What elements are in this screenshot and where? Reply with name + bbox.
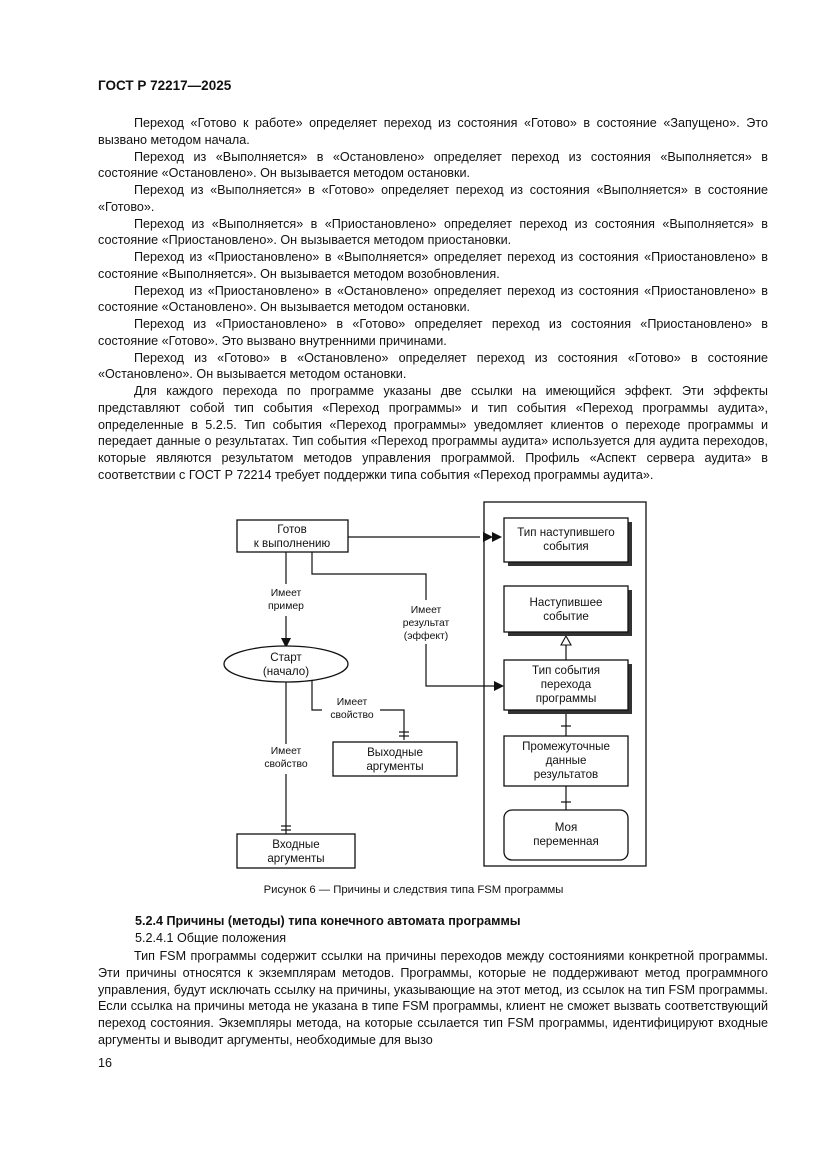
start-ellipse: Старт (начало) — [223, 645, 349, 683]
intermediate-results-label: Промежуточные — [522, 740, 610, 753]
input-args-label: Входные — [272, 838, 319, 851]
start-label: Старт — [270, 651, 302, 664]
body-text-top: Переход «Готово к работе» определяет пер… — [98, 115, 768, 484]
event-occurred-box: Наступившее событие — [503, 585, 632, 636]
has-property-label: Имеет — [337, 697, 368, 708]
paragraph: Переход из «Приостановлено» в «Остановле… — [98, 283, 768, 315]
program-transition-label: программы — [536, 692, 597, 705]
intermediate-results-label: результатов — [534, 768, 598, 781]
label-bg — [322, 694, 380, 724]
arrow-head — [281, 638, 291, 648]
page-number: 16 — [98, 1056, 113, 1070]
has-instance-label: Имеет — [271, 588, 302, 599]
intermediate-results-box: Промежуточные данные результатов — [503, 735, 629, 787]
event-occurred-label: событие — [543, 610, 589, 623]
event-occurred-label: Наступившее — [530, 596, 603, 609]
body-text-bottom: Тип FSM программы содержит ссылки на при… — [98, 948, 768, 1049]
paragraph: Переход из «Выполняется» в «Остановлено»… — [98, 149, 768, 181]
paragraph: Тип FSM программы содержит ссылки на при… — [98, 949, 768, 1047]
has-property-label: Имеет — [271, 746, 302, 757]
has-property-label: свойство — [330, 710, 374, 721]
paragraph: Переход из «Приостановлено» в «Готово» о… — [98, 317, 768, 348]
paragraph: Переход из «Выполняется» в «Приостановле… — [98, 216, 768, 248]
label-bg — [258, 744, 316, 774]
label-bg — [262, 584, 312, 616]
connector-has-result — [311, 550, 494, 687]
paragraph: Переход из «Готово» в «Остановлено» опре… — [98, 350, 768, 382]
fsm-diagram: Готов к выполнению Имеет пример Имеет ре… — [223, 501, 647, 869]
label-bg — [394, 600, 456, 644]
section-title: 5.2.4 Причины (методы) типа конечного ав… — [135, 914, 521, 928]
input-args-box: Входные аргументы — [236, 833, 356, 869]
my-variable-box: Моя переменная — [503, 809, 629, 861]
paragraph: Переход из «Выполняется» в «Готово» опре… — [98, 183, 768, 214]
has-result-label: (эффект) — [404, 630, 449, 642]
output-args-box: Выходные аргументы — [332, 741, 458, 777]
arrow-head — [492, 532, 502, 542]
ready-box-line1: Готов — [277, 523, 306, 536]
has-property-label: свойство — [264, 759, 308, 770]
input-args-label: аргументы — [267, 852, 324, 865]
has-instance-label: пример — [268, 601, 304, 612]
arrow-head — [483, 532, 493, 542]
ready-box-line2: к выполнению — [254, 537, 331, 550]
intermediate-results-label: данные — [546, 754, 587, 767]
event-type-occurred-label: Тип наступившего — [517, 526, 615, 539]
has-result-label: Имеет — [411, 605, 442, 616]
my-variable-label: переменная — [533, 835, 599, 848]
arrow-head — [494, 681, 504, 691]
figure-caption: Рисунок 6 — Причины и следствия типа FSM… — [263, 884, 564, 896]
start-label: (начало) — [263, 665, 309, 678]
program-transition-event-type-box: Тип события перехода программы — [503, 659, 632, 714]
event-type-occurred-box: Тип наступившего события — [503, 517, 632, 566]
my-variable-label: Моя — [555, 821, 578, 834]
subsection-title: 5.2.4.1 Общие положения — [135, 931, 287, 945]
has-result-label: результат — [403, 618, 450, 629]
program-transition-label: Тип события — [532, 664, 600, 677]
output-args-label: аргументы — [366, 760, 423, 773]
output-args-label: Выходные — [367, 746, 423, 759]
paragraph: Переход из «Приостановлено» в «Выполняет… — [98, 250, 768, 281]
inheritance-arrow — [560, 634, 572, 646]
document-header: ГОСТ Р 72217—2025 — [98, 78, 232, 93]
paragraph: Для каждого перехода по программе указан… — [98, 384, 768, 482]
ready-box: Готов к выполнению — [236, 519, 349, 553]
event-type-occurred-label: события — [543, 540, 588, 553]
paragraph: Переход «Готово к работе» определяет пер… — [98, 116, 768, 147]
program-transition-label: перехода — [541, 678, 592, 691]
